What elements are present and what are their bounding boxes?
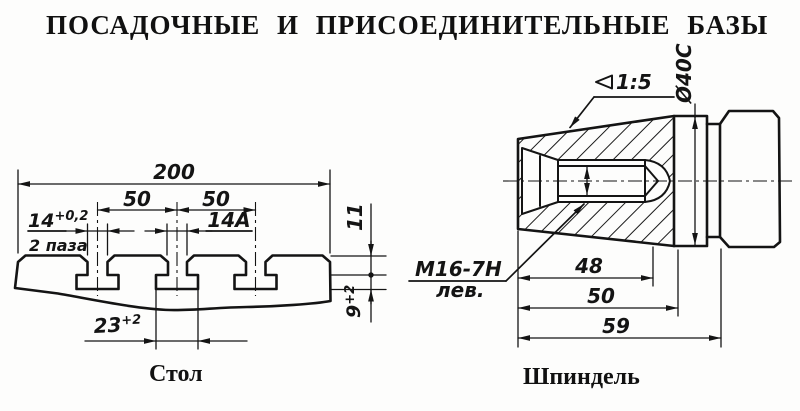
dim-23-label: 23+2 <box>93 312 142 338</box>
dim-50-left-label: 50 <box>123 187 151 211</box>
nose-block-outline <box>718 109 782 249</box>
pilot-cone-line <box>644 180 659 197</box>
taper-leader <box>569 96 595 129</box>
spindle-section-hatch <box>518 116 674 246</box>
note-2-slots: 2 паза <box>29 236 88 255</box>
dimension-dot <box>368 272 374 278</box>
dim-59-label: 59 <box>602 314 630 338</box>
dim-diameter-label: Ø40С <box>672 43 696 104</box>
page-title: ПОСАДОЧНЫЕ И ПРИСОЕДИНИТЕЛЬНЫЕ БАЗЫ <box>46 10 769 40</box>
dim-14-label: 14+0,2 <box>28 209 88 232</box>
pilot-cone-line <box>644 165 659 182</box>
table-view: 200 50 50 14+0,2 2 паза 14А <box>13 160 387 387</box>
groove-outline <box>705 122 722 239</box>
table-section <box>13 254 332 312</box>
dim-200-label: 200 <box>153 160 195 184</box>
taper-symbol <box>595 74 613 90</box>
dim-9-label: 9+2 <box>343 285 365 318</box>
dim-11-label: 11 <box>343 203 367 231</box>
dim-50-label: 50 <box>587 284 615 308</box>
spindle-caption: Шпиндель <box>523 364 640 390</box>
dim-14a-label: 14А <box>207 208 250 232</box>
taper-label: 1:5 <box>616 70 652 94</box>
table-caption: Стол <box>149 361 203 387</box>
dim-48-label: 48 <box>574 254 603 278</box>
thread-leader <box>505 203 585 282</box>
thread-label: М16-7Н <box>415 257 502 281</box>
thread-direction-label: лев. <box>436 278 484 302</box>
dim-50-right-label: 50 <box>202 187 230 211</box>
spindle-view: 1:5 Ø40С М16-7Н лев. 48 50 59 Шпиндель <box>408 43 793 390</box>
